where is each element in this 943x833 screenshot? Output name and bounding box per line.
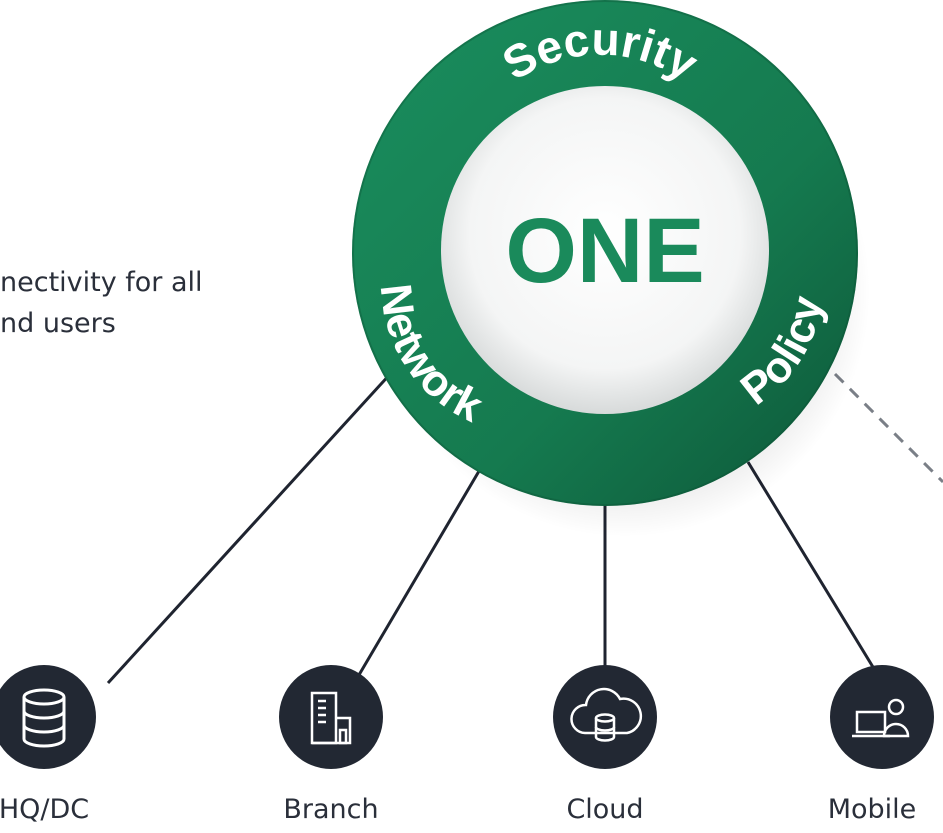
node-label-mobile: Mobile [827,794,917,825]
laptop-user-icon [852,698,910,738]
description-line-2: nd users [0,308,116,339]
node-label-cloud: Cloud [566,794,644,825]
node-mobile[interactable] [830,665,934,769]
hub-inner-disc [441,86,769,414]
description-line-1: nectivity for all [0,267,203,298]
connector-branch [354,465,484,681]
description-text: nectivity for all nd users [0,262,203,344]
hub-ring-edge [352,0,858,506]
connector-mobile [746,461,878,673]
cloud-database-icon [570,687,643,742]
node-label-branch: Branch [283,794,379,825]
connector-dashed [833,372,943,484]
node-cloud[interactable] [553,665,657,769]
node-hqdc[interactable] [0,665,96,769]
connector-hqdc [106,370,394,685]
hub-center-label: ONE [505,200,704,302]
building-icon [310,691,352,745]
database-icon [22,688,66,748]
node-branch[interactable] [279,665,383,769]
node-label-hqdc: HQ/DC [0,794,90,825]
